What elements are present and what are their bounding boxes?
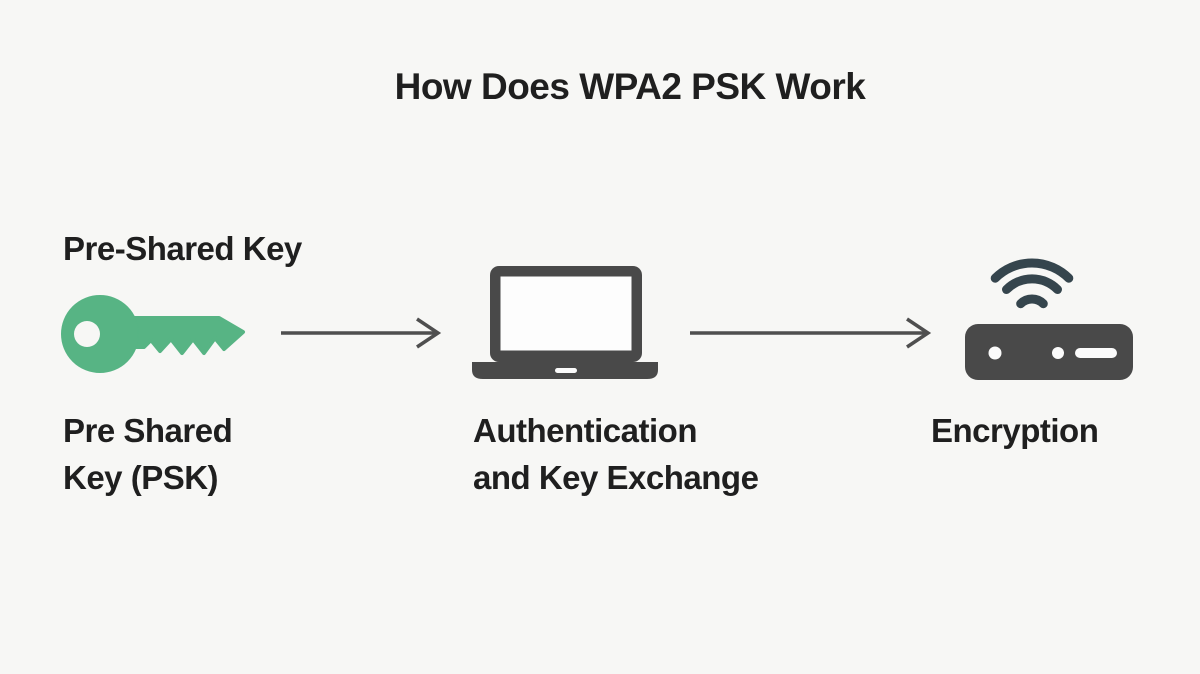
caption-line: Pre Shared (63, 412, 233, 449)
page-title: How Does WPA2 PSK Work (394, 66, 866, 107)
arrow-right-icon (690, 317, 932, 349)
wifi-signal-icon (990, 258, 1074, 309)
encryption-caption: Encryption (931, 407, 1099, 454)
caption-line: Authentication (473, 412, 697, 449)
psk-top-label: Pre-Shared Key (63, 230, 302, 267)
laptop-icon (472, 266, 658, 379)
caption-line: and Key Exchange (473, 459, 759, 496)
caption-line: Encryption (931, 412, 1099, 449)
caption-line: Key (PSK) (63, 459, 219, 496)
psk-caption: Pre Shared Key (PSK) (63, 407, 233, 501)
authentication-caption: Authentication and Key Exchange (473, 407, 759, 501)
arrow-right-icon (281, 317, 442, 349)
key-icon (61, 295, 245, 373)
wireless-router-icon (965, 258, 1133, 380)
